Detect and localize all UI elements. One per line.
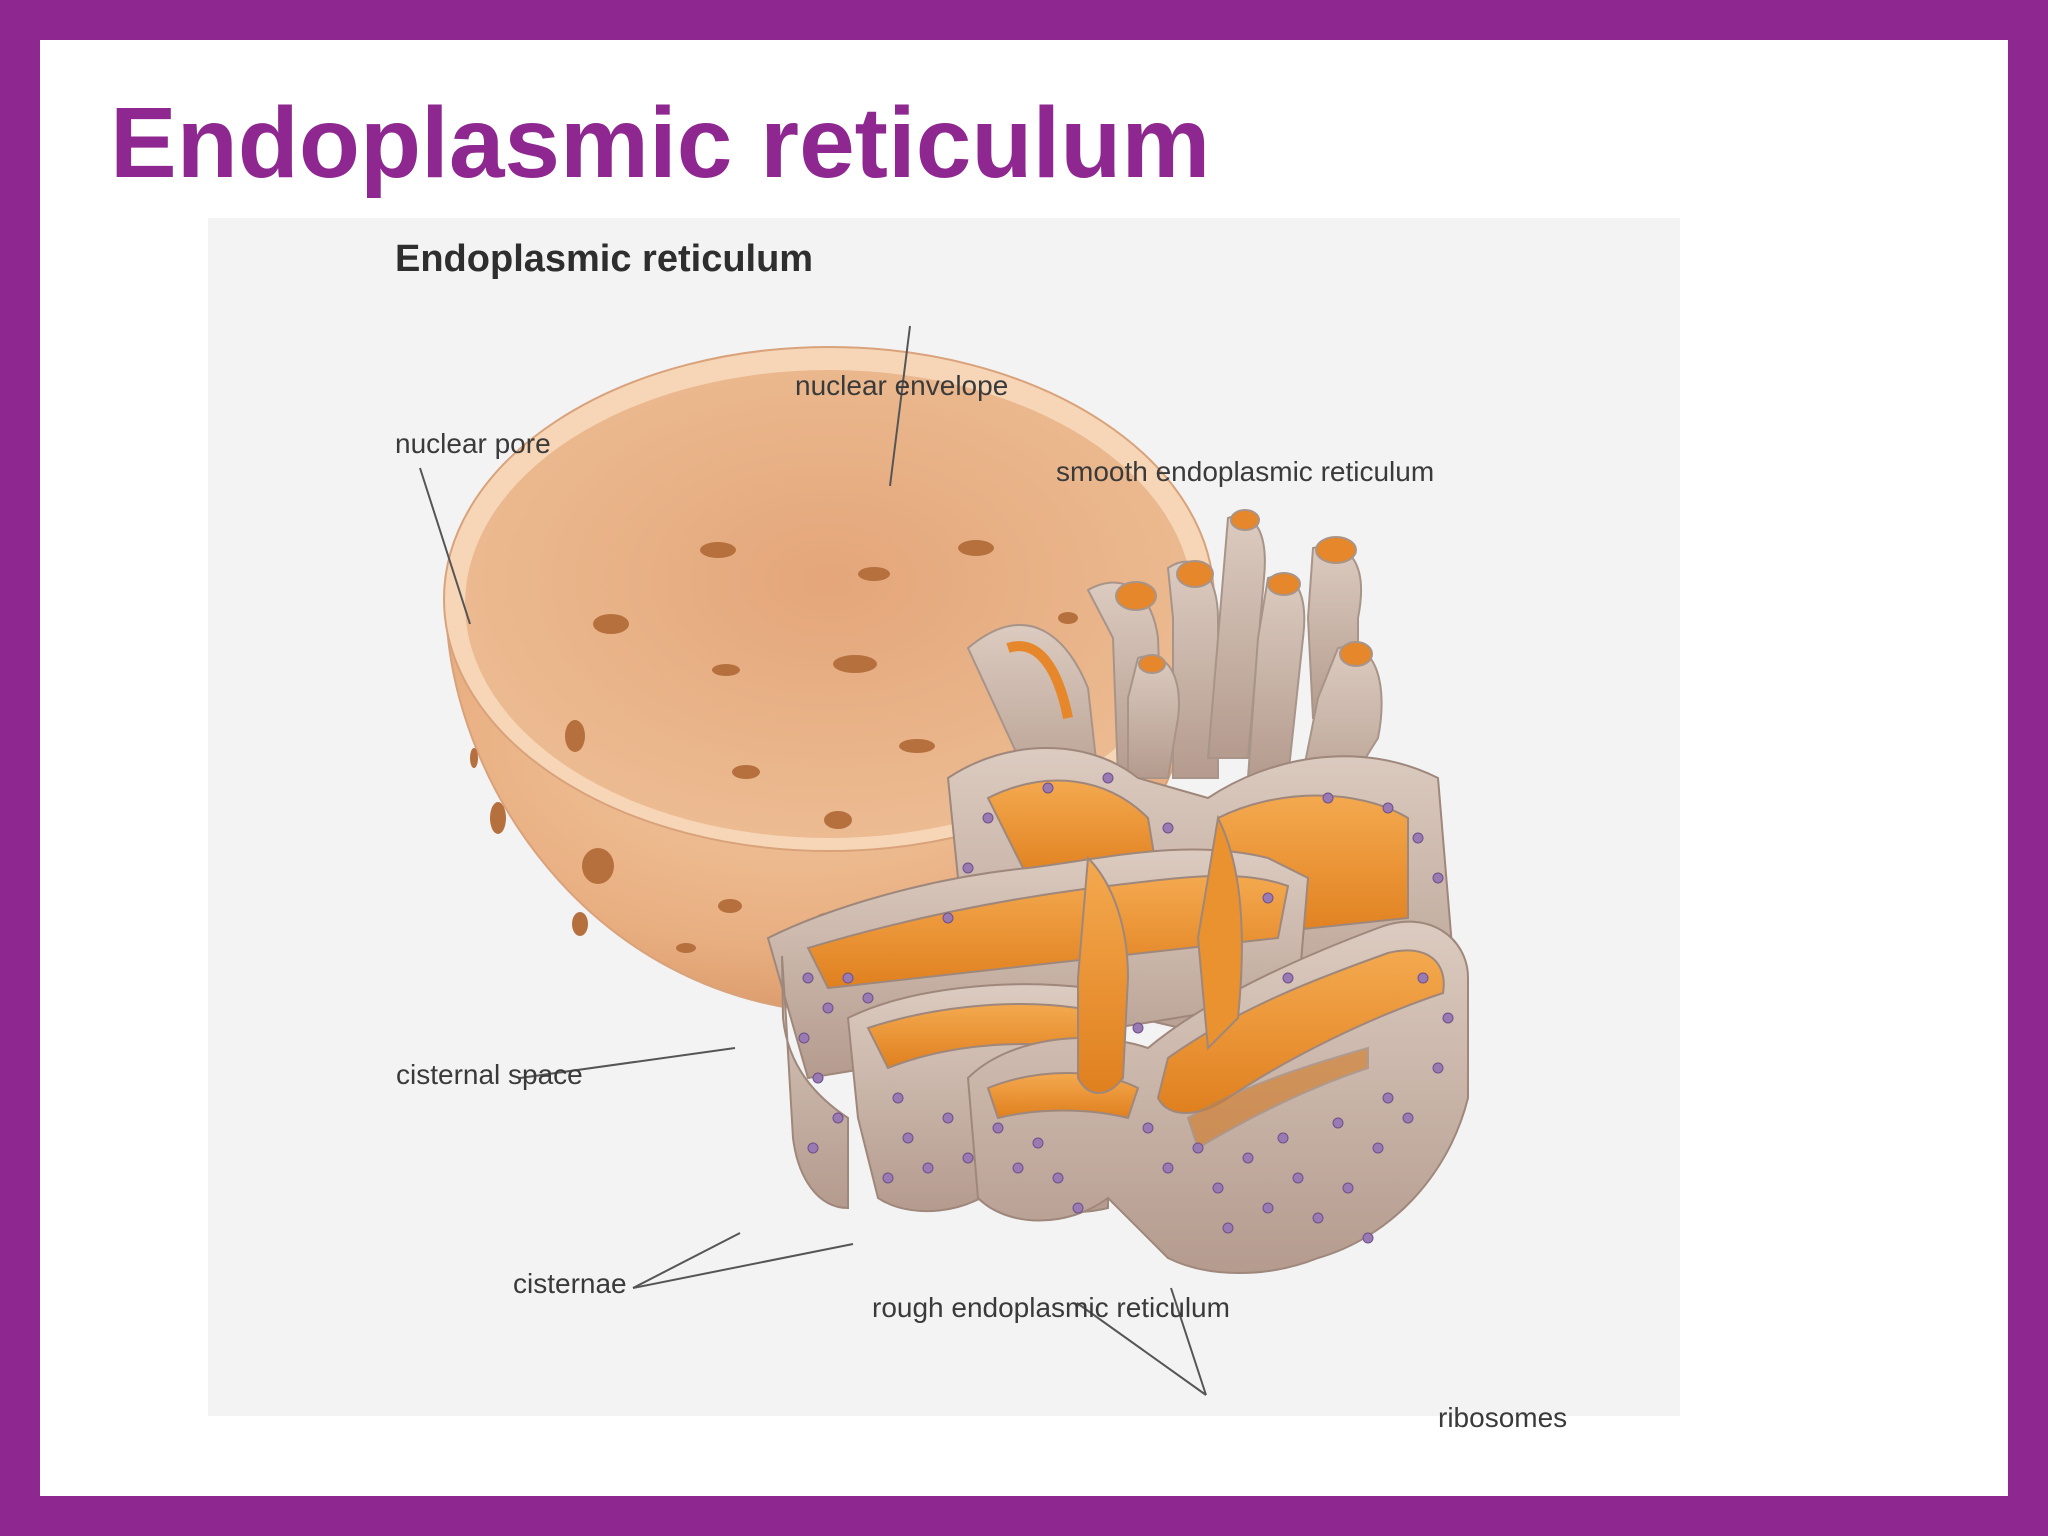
figure-title: Endoplasmic reticulum xyxy=(395,238,814,280)
label-nuclear-pore: nuclear pore xyxy=(395,428,551,459)
er-illustration xyxy=(419,325,1469,1396)
label-cisternal-space: cisternal space xyxy=(396,1059,583,1090)
label-cisternae: cisternae xyxy=(513,1268,627,1299)
rough-er xyxy=(766,747,1469,1274)
smooth-er xyxy=(966,509,1383,820)
ribosomes-dots xyxy=(798,772,1454,1244)
label-rough-er: rough endoplasmic reticulum xyxy=(872,1292,1230,1323)
label-ribosomes: ribosomes xyxy=(1438,1402,1568,1433)
slide: Endoplasmic reticulum xyxy=(40,40,2008,1496)
label-smooth-er: smooth endoplasmic reticulum xyxy=(1056,456,1435,487)
label-nuclear-envelope: nuclear envelope xyxy=(795,370,1009,401)
leader-lines xyxy=(419,325,1207,1396)
er-diagram: Endoplasmic reticulum nuclear envelope n… xyxy=(208,218,1680,1433)
slide-title: Endoplasmic reticulum xyxy=(110,87,1211,199)
